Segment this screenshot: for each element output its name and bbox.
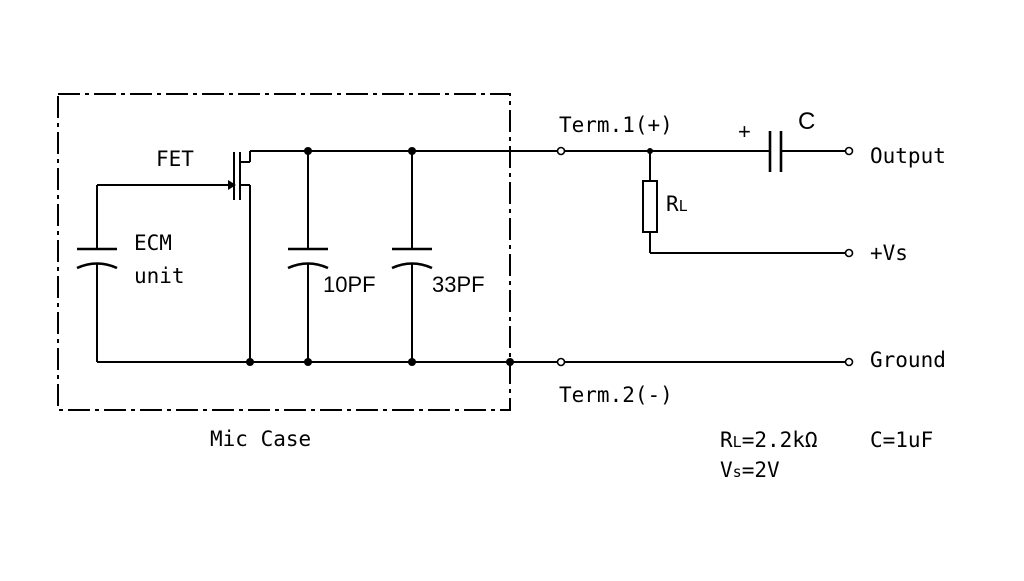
output-cap-polarity: + [738,119,751,144]
vs-terminal [844,248,854,258]
load-resistor [642,151,845,254]
fet-label: FET [156,147,194,171]
junction-dot [304,147,312,155]
junction-dot [506,358,514,366]
ecm-label-line2: unit [134,264,185,288]
junction-dot [647,148,653,154]
ground-label: Ground [870,348,946,372]
output-label: Output [870,144,946,168]
rl-label: RL [666,192,688,216]
vs-label: +Vs [870,241,908,265]
ecm-label-line1: ECM [134,231,172,255]
spec-c-value: C=1uF [870,428,933,452]
junction-dot [304,358,312,366]
ground-terminal [844,357,854,367]
cap-33pf-label: 33PF [432,272,485,297]
term1-label: Term.1(+) [559,113,673,137]
capacitor-33pf [391,151,433,362]
term2-label: Term.2(-) [559,383,673,407]
mic-case-outline [57,93,511,411]
junction-dot [408,147,416,155]
term2-terminal [556,357,566,367]
capacitor-10pf [287,151,329,362]
junction-dot [246,358,254,366]
spec-rl-value: RL=2.2kΩ [720,428,818,452]
output-terminal [844,146,854,156]
fet-transistor [228,151,251,362]
spec-vs-value: Vs=2V [720,458,780,482]
term1-terminal [556,146,566,156]
output-cap-label: C [798,108,815,135]
cap-10pf-label: 10PF [323,272,376,297]
junction-dot [408,358,416,366]
mic-case-label: Mic Case [210,427,311,451]
ecm-unit-capacitor [76,185,118,362]
output-capacitor [768,131,845,172]
